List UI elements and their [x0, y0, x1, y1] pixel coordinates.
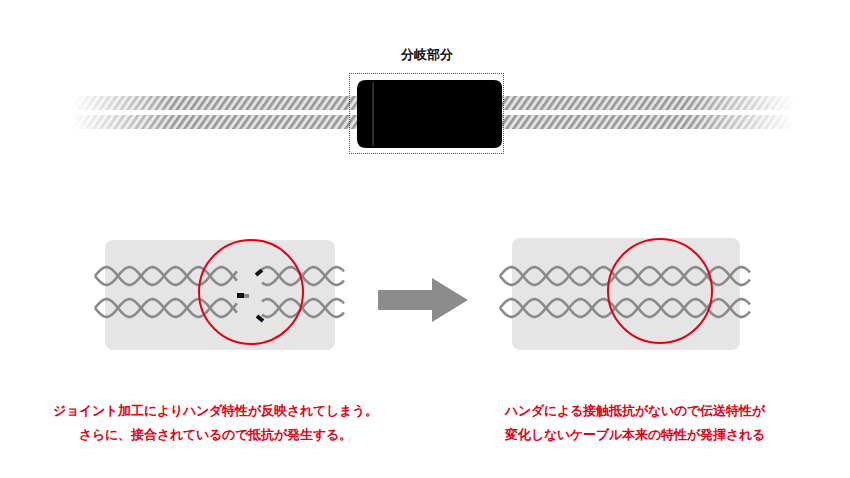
wire-strand: [95, 267, 237, 285]
solder-joint: [256, 270, 262, 275]
transition-arrow: [378, 278, 468, 322]
solder-joint: [237, 293, 244, 298]
wire-strand: [500, 267, 750, 285]
wire-strand: [95, 299, 237, 317]
braided-cable-left: [70, 96, 370, 129]
wire-strand: [500, 299, 750, 317]
section-title: 分岐部分: [401, 46, 453, 64]
panel-before: [105, 240, 335, 350]
solder-joint: [244, 294, 249, 298]
caption-note: ハンダによる接触抵抗がないので伝送特性が 変化しないケーブル本来の特性が発揮され…: [499, 399, 772, 447]
caption-note: ジョイント加工によりハンダ特性が反映されてしまう。 さらに、接合されているので抵…: [46, 399, 384, 447]
wire-strand: [95, 299, 237, 317]
braided-cable-right: [495, 96, 795, 129]
splitter-seam: [373, 82, 374, 146]
panel-after: [512, 238, 740, 350]
wire-strand: [500, 299, 750, 317]
highlight-circle: [608, 239, 712, 343]
wire-strand: [500, 267, 750, 285]
highlight-circle: [199, 240, 303, 344]
wire-strand: [95, 267, 237, 285]
splitter-body: [357, 80, 502, 148]
branch-area: 分岐部分: [349, 73, 504, 154]
solder-joint: [257, 316, 263, 321]
